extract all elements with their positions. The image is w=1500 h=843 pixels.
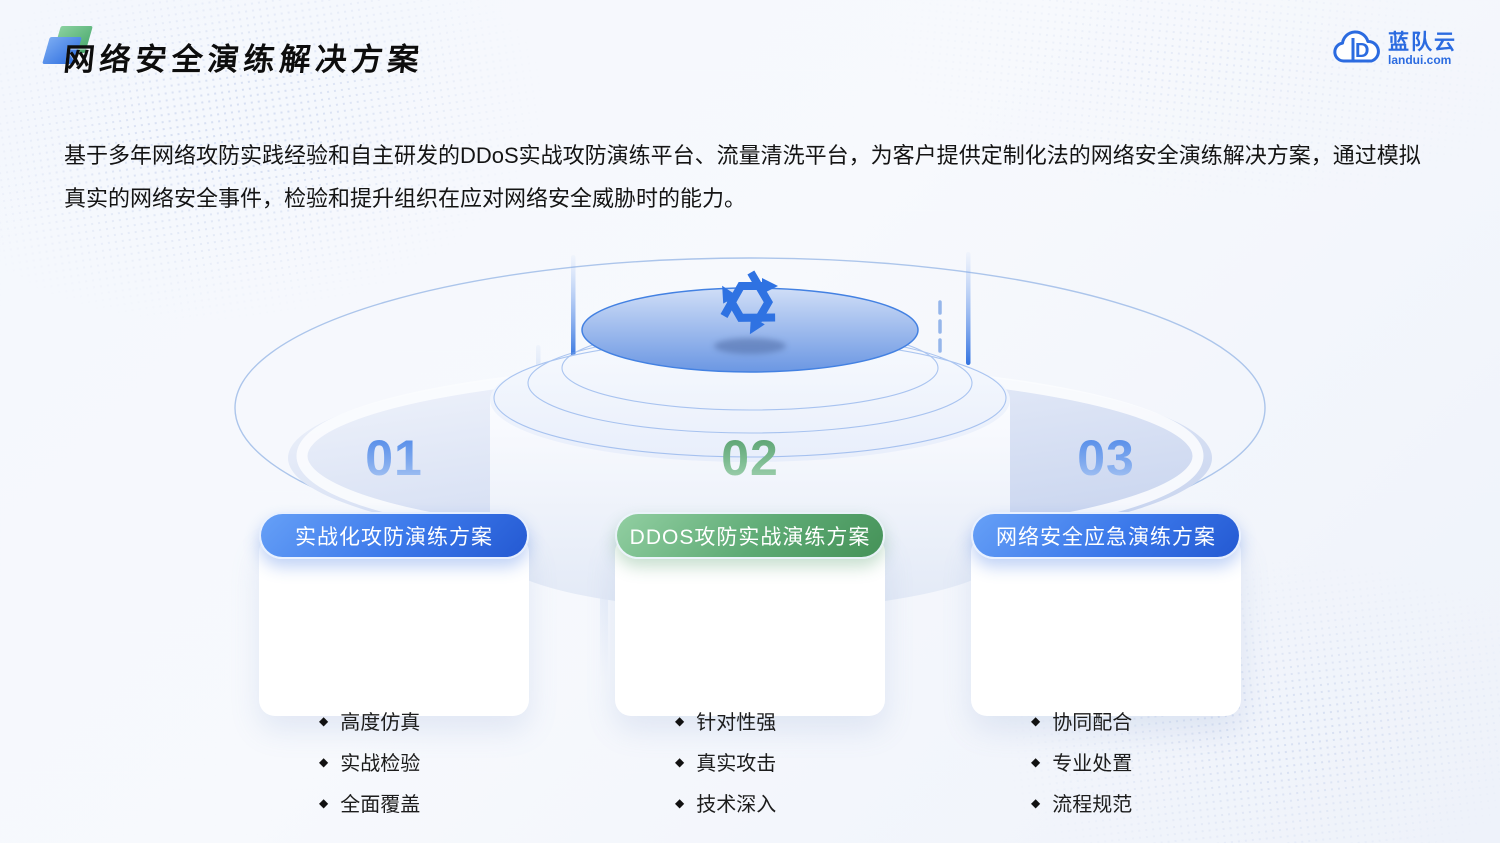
solution-card: ◆ 针对性强 ◆ 真实攻击 ◆ 技术深入 bbox=[615, 536, 885, 816]
logo-monogram: D bbox=[1355, 40, 1369, 62]
feature-item: ◆ 技术深入 bbox=[675, 782, 825, 823]
solution-title: DDOS攻防实战演练方案 bbox=[629, 525, 871, 549]
solution-title: 实战化攻防演练方案 bbox=[295, 525, 493, 549]
solution-section-2: 02 ◆ 针对性强 ◆ 真实攻击 ◆ 技术深入 DDOS攻防实战演练方案 bbox=[615, 418, 885, 816]
page-title: 网络安全演练解决方案 bbox=[61, 42, 426, 77]
feature-item: ◆ 真实攻击 bbox=[675, 741, 825, 782]
brand-logo: D 蓝队云 landui.com bbox=[1332, 24, 1462, 76]
diamond-bullet-icon: ◆ bbox=[319, 713, 329, 728]
solution-section-3: 03 ◆ 协同配合 ◆ 专业处置 ◆ 流程规范 网络安全应急演练方案 bbox=[971, 418, 1241, 816]
brand-name: 蓝队云 bbox=[1388, 31, 1457, 54]
solution-number: 02 bbox=[615, 418, 885, 498]
solution-title-pill: 实战化攻防演练方案 bbox=[259, 512, 529, 559]
intro-text: 基于多年网络攻防实践经验和自主研发的DDoS实战攻防演练平台、流量清洗平台，为客… bbox=[64, 134, 1444, 220]
feature-item: ◆ 协同配合 bbox=[1031, 700, 1181, 741]
icon-shadow bbox=[714, 338, 786, 354]
feature-label: 全面覆盖 bbox=[340, 794, 421, 816]
feature-label: 专业处置 bbox=[1052, 753, 1133, 775]
intro-line-1: 基于多年网络攻防实践经验和自主研发的DDoS实战攻防演练平台、流量清洗平台，为客… bbox=[64, 143, 1421, 168]
feature-item: ◆ 高度仿真 bbox=[319, 700, 469, 741]
feature-item: ◆ 实战检验 bbox=[319, 741, 469, 782]
diamond-bullet-icon: ◆ bbox=[675, 713, 685, 728]
header: 网络安全演练解决方案 D 蓝队云 landui.com bbox=[0, 0, 1500, 100]
diamond-bullet-icon: ◆ bbox=[319, 795, 329, 810]
solution-card: ◆ 协同配合 ◆ 专业处置 ◆ 流程规范 bbox=[971, 536, 1241, 816]
diamond-bullet-icon: ◆ bbox=[319, 754, 329, 769]
blue-top-surface bbox=[581, 287, 919, 373]
feature-item: ◆ 全面覆盖 bbox=[319, 782, 469, 823]
solution-title: 网络安全应急演练方案 bbox=[996, 525, 1216, 549]
diamond-bullet-icon: ◆ bbox=[1031, 713, 1041, 728]
solution-title-pill: 网络安全应急演练方案 bbox=[971, 512, 1241, 559]
feature-item: ◆ 流程规范 bbox=[1031, 782, 1181, 823]
intro-line-2: 真实的网络安全事件，检验和提升组织在应对网络安全威胁时的能力。 bbox=[64, 186, 747, 211]
feature-label: 针对性强 bbox=[696, 712, 777, 734]
feature-label: 流程规范 bbox=[1052, 794, 1133, 816]
brand-domain: landui.com bbox=[1388, 53, 1452, 67]
solution-title-pill: DDOS攻防实战演练方案 bbox=[615, 512, 885, 559]
solution-number: 01 bbox=[259, 418, 529, 498]
feature-label: 实战检验 bbox=[340, 753, 421, 775]
cylinder-top bbox=[490, 338, 1010, 462]
solution-number: 03 bbox=[971, 418, 1241, 498]
feature-item: ◆ 针对性强 bbox=[675, 700, 825, 741]
diamond-bullet-icon: ◆ bbox=[675, 754, 685, 769]
feature-label: 真实攻击 bbox=[696, 753, 777, 775]
cloud-logo-icon: D bbox=[1333, 30, 1380, 63]
recycle-icon bbox=[720, 270, 778, 335]
feature-label: 高度仿真 bbox=[340, 712, 421, 734]
feature-item: ◆ 专业处置 bbox=[1031, 741, 1181, 782]
diamond-bullet-icon: ◆ bbox=[1031, 754, 1041, 769]
diamond-bullet-icon: ◆ bbox=[675, 795, 685, 810]
solution-card: ◆ 高度仿真 ◆ 实战检验 ◆ 全面覆盖 bbox=[259, 536, 529, 816]
diamond-bullet-icon: ◆ bbox=[1031, 795, 1041, 810]
feature-label: 技术深入 bbox=[696, 794, 777, 816]
solution-section-1: 01 ◆ 高度仿真 ◆ 实战检验 ◆ 全面覆盖 实战化攻防演练方案 bbox=[259, 418, 529, 816]
feature-label: 协同配合 bbox=[1052, 712, 1133, 734]
